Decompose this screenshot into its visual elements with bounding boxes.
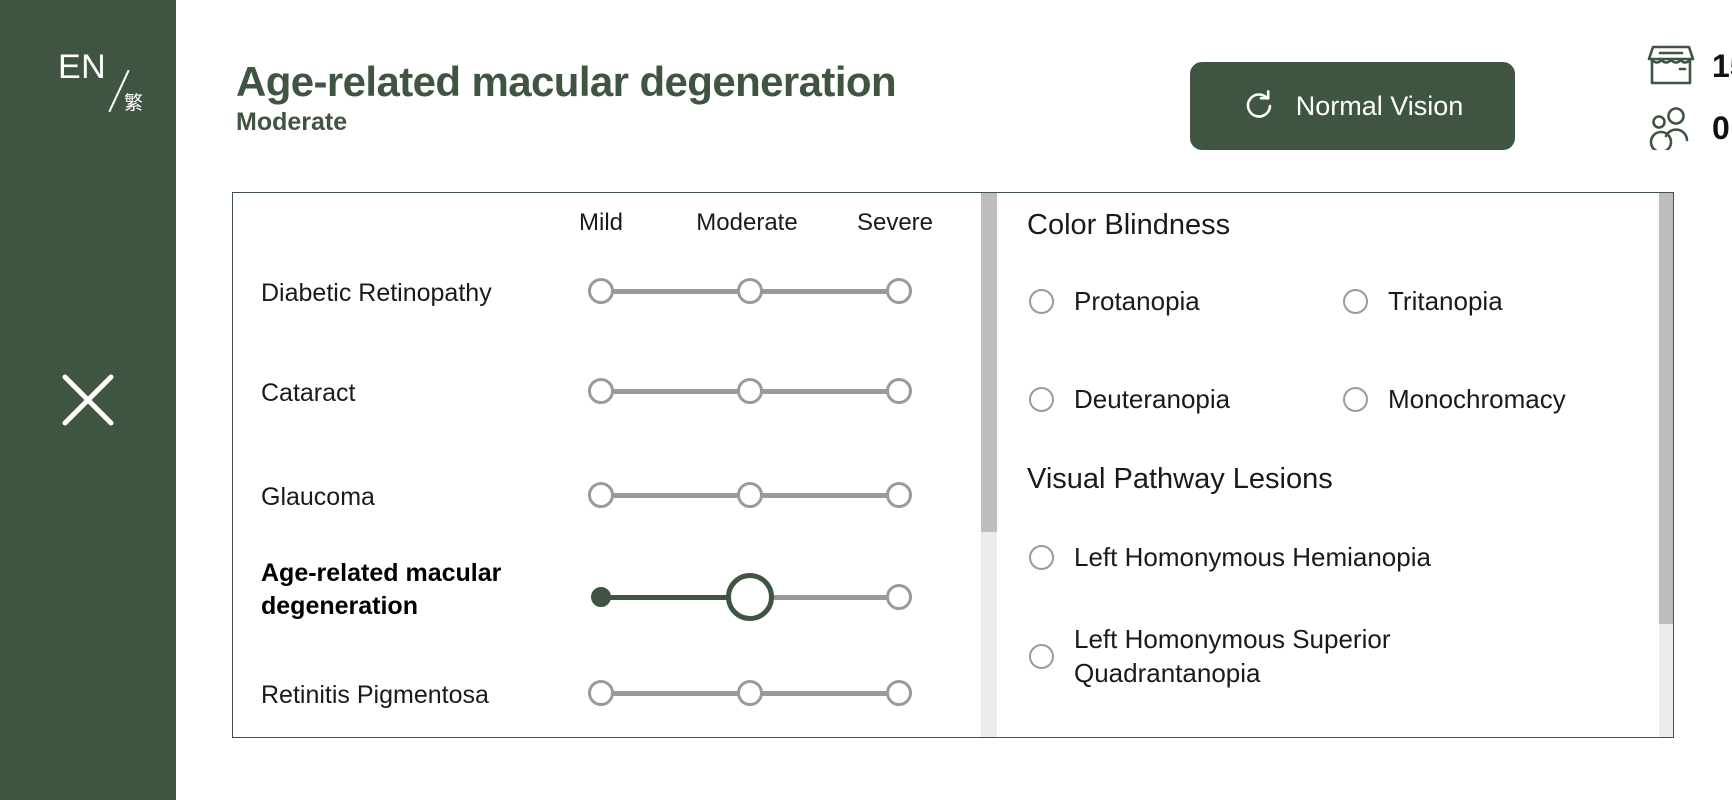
- slider-knob-mild[interactable]: [588, 482, 614, 508]
- header: Age-related macular degeneration Moderat…: [176, 0, 1732, 186]
- normal-vision-reset-button[interactable]: Normal Vision: [1190, 62, 1515, 150]
- slider-knob-mild[interactable]: [588, 278, 614, 304]
- slider-knob-severe[interactable]: [886, 584, 912, 610]
- slider-knob-moderate[interactable]: [737, 482, 763, 508]
- conditions-panel: Mild Moderate Severe Diabetic Retinopath…: [233, 193, 968, 737]
- condition-row[interactable]: Glaucoma: [233, 469, 968, 575]
- severity-label-moderate: Moderate: [696, 209, 798, 236]
- severity-slider[interactable]: [585, 475, 915, 515]
- page-title: Age-related macular degeneration: [236, 58, 897, 105]
- option-label: Deuteranopia: [1074, 384, 1231, 414]
- slider-knob-severe[interactable]: [886, 482, 912, 508]
- severity-slider-active[interactable]: [585, 573, 915, 621]
- radio-icon[interactable]: [1343, 289, 1368, 315]
- options-scrollbar[interactable]: [1659, 193, 1673, 737]
- slider-knob-severe[interactable]: [886, 378, 912, 404]
- option-label: Monochromacy: [1388, 384, 1566, 414]
- reset-button-label: Normal Vision: [1295, 90, 1464, 121]
- condition-label: Age-related macular degeneration: [261, 559, 502, 620]
- slider-knob-moderate[interactable]: [737, 378, 763, 404]
- online-users-count: 0: [1712, 110, 1730, 146]
- section-title-color-blindness: Color Blindness: [1027, 209, 1231, 241]
- visits-stat: 1503: [1646, 40, 1732, 92]
- slider-knob-moderate-selected[interactable]: [726, 573, 774, 621]
- radio-icon[interactable]: [1029, 387, 1054, 413]
- users-icon: [1649, 107, 1689, 150]
- visits-count: 1503: [1712, 48, 1732, 84]
- options-panel: Color Blindness Protanopia Tritanopia De…: [1003, 193, 1655, 737]
- online-users-stat: 0: [1646, 102, 1732, 154]
- severity-label-mild: Mild: [578, 209, 624, 236]
- radio-icon[interactable]: [1029, 289, 1054, 315]
- controls-card: Mild Moderate Severe Diabetic Retinopath…: [232, 192, 1674, 738]
- radio-icon[interactable]: [1029, 545, 1054, 571]
- condition-row[interactable]: Cataract: [233, 361, 968, 467]
- close-x-icon: [62, 374, 114, 426]
- severity-label-severe: Severe: [856, 209, 934, 236]
- options-scrollbar-thumb[interactable]: [1659, 193, 1673, 625]
- page-subtitle: Moderate: [236, 107, 348, 136]
- condition-label: Glaucoma: [261, 483, 375, 511]
- severity-header: Mild Moderate Severe: [233, 211, 968, 251]
- radio-icon[interactable]: [1029, 644, 1054, 670]
- slider-knob-mild[interactable]: [591, 587, 611, 607]
- condition-label: Retinitis Pigmentosa: [261, 681, 489, 709]
- reset-circular-arrow-icon: [1246, 90, 1272, 118]
- option-label: Tritanopia: [1388, 286, 1503, 316]
- option-deuteranopia[interactable]: Deuteranopia: [1029, 383, 1230, 417]
- severity-slider[interactable]: [585, 673, 915, 713]
- language-zh-label[interactable]: 繁: [124, 93, 144, 114]
- option-monochromacy[interactable]: Monochromacy: [1343, 383, 1566, 417]
- slider-knob-mild[interactable]: [588, 680, 614, 706]
- stats-group: 1503 0: [1646, 40, 1732, 154]
- slider-track-fill: [601, 595, 750, 600]
- language-en-label[interactable]: EN: [58, 48, 107, 86]
- slider-knob-mild[interactable]: [588, 378, 614, 404]
- language-toggle[interactable]: EN 繁: [0, 24, 176, 114]
- slider-knob-severe[interactable]: [886, 278, 912, 304]
- severity-slider[interactable]: [585, 371, 915, 411]
- option-protanopia[interactable]: Protanopia: [1029, 285, 1200, 319]
- option-label: Left Homonymous Superior Quadrantanopia: [1074, 624, 1391, 688]
- condition-label: Diabetic Retinopathy: [261, 279, 492, 307]
- store-icon: [1647, 45, 1695, 85]
- slider-knob-moderate[interactable]: [737, 278, 763, 304]
- sidebar: EN 繁: [0, 0, 176, 800]
- severity-slider[interactable]: [585, 271, 915, 311]
- condition-row-active[interactable]: Age-related macular degeneration: [233, 551, 968, 657]
- condition-row[interactable]: Retinitis Pigmentosa: [233, 667, 968, 737]
- condition-row[interactable]: Diabetic Retinopathy: [233, 261, 968, 367]
- section-title-visual-pathway-lesions: Visual Pathway Lesions: [1027, 463, 1333, 495]
- conditions-scrollbar-thumb[interactable]: [981, 193, 997, 532]
- option-label: Protanopia: [1074, 286, 1200, 316]
- slider-knob-severe[interactable]: [886, 680, 912, 706]
- slider-knob-moderate[interactable]: [737, 680, 763, 706]
- conditions-scrollbar[interactable]: [981, 193, 997, 737]
- option-tritanopia[interactable]: Tritanopia: [1343, 285, 1503, 319]
- radio-icon[interactable]: [1343, 387, 1368, 413]
- option-label: Left Homonymous Hemianopia: [1074, 542, 1431, 572]
- title-block: Age-related macular degeneration Moderat…: [236, 58, 897, 136]
- option-left-homonymous-superior-quadrantanopia[interactable]: Left Homonymous Superior Quadrantanopia: [1029, 623, 1499, 691]
- condition-label: Cataract: [261, 379, 356, 407]
- option-left-homonymous-hemianopia[interactable]: Left Homonymous Hemianopia: [1029, 541, 1629, 575]
